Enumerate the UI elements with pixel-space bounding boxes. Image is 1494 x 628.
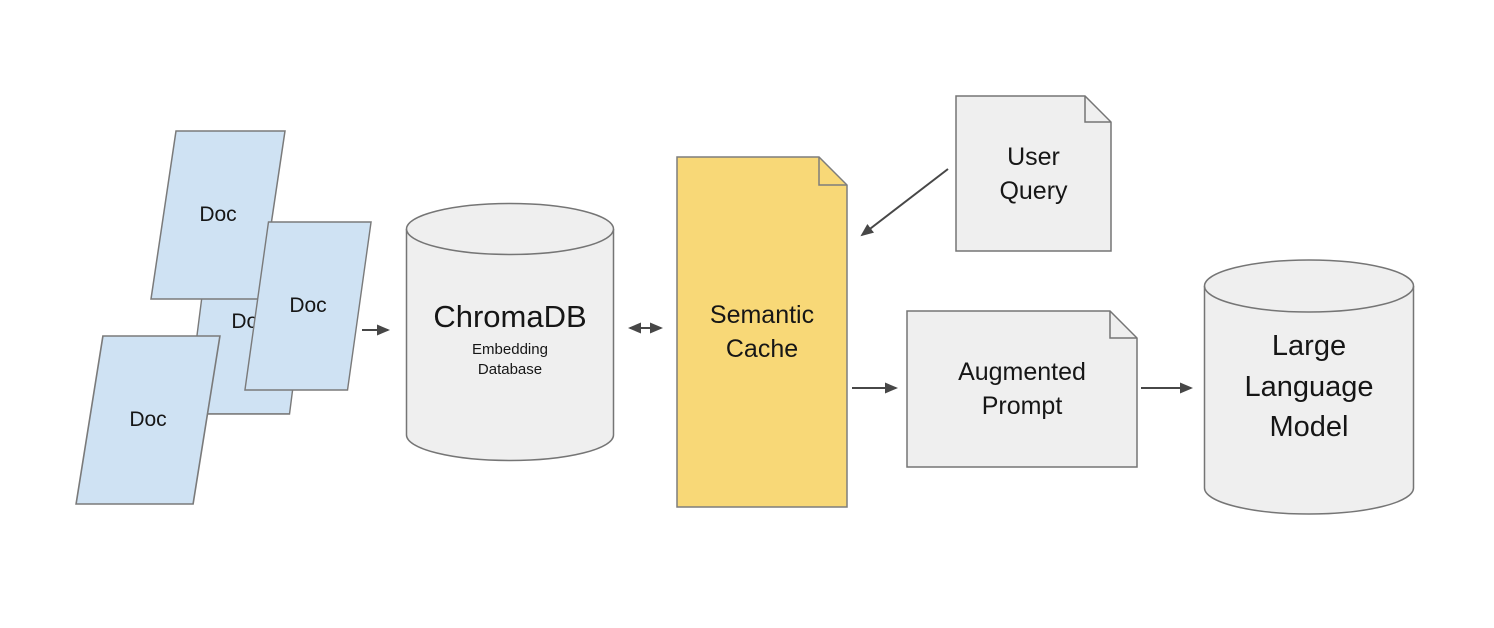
llm-node: Large Language Model (1203, 258, 1415, 516)
cylinder-shape (405, 202, 615, 462)
cylinder-shape (1203, 259, 1415, 515)
arrow-user-query-to-semantic-cache (860, 168, 949, 237)
user-query-node: User Query (955, 95, 1112, 252)
parallelogram-shape (75, 335, 221, 505)
chromadb-node: ChromaDB Embedding Database (405, 202, 615, 462)
folded-document-shape (955, 95, 1112, 252)
parallelogram-shape (244, 221, 372, 391)
doc-shape-3: Doc (244, 221, 372, 391)
doc-shape-4: Doc (75, 335, 221, 505)
semantic-cache-node: Semantic Cache (676, 156, 848, 508)
folded-document-shape (676, 156, 848, 508)
folded-document-shape (906, 310, 1138, 468)
augmented-prompt-node: Augmented Prompt (906, 310, 1138, 468)
